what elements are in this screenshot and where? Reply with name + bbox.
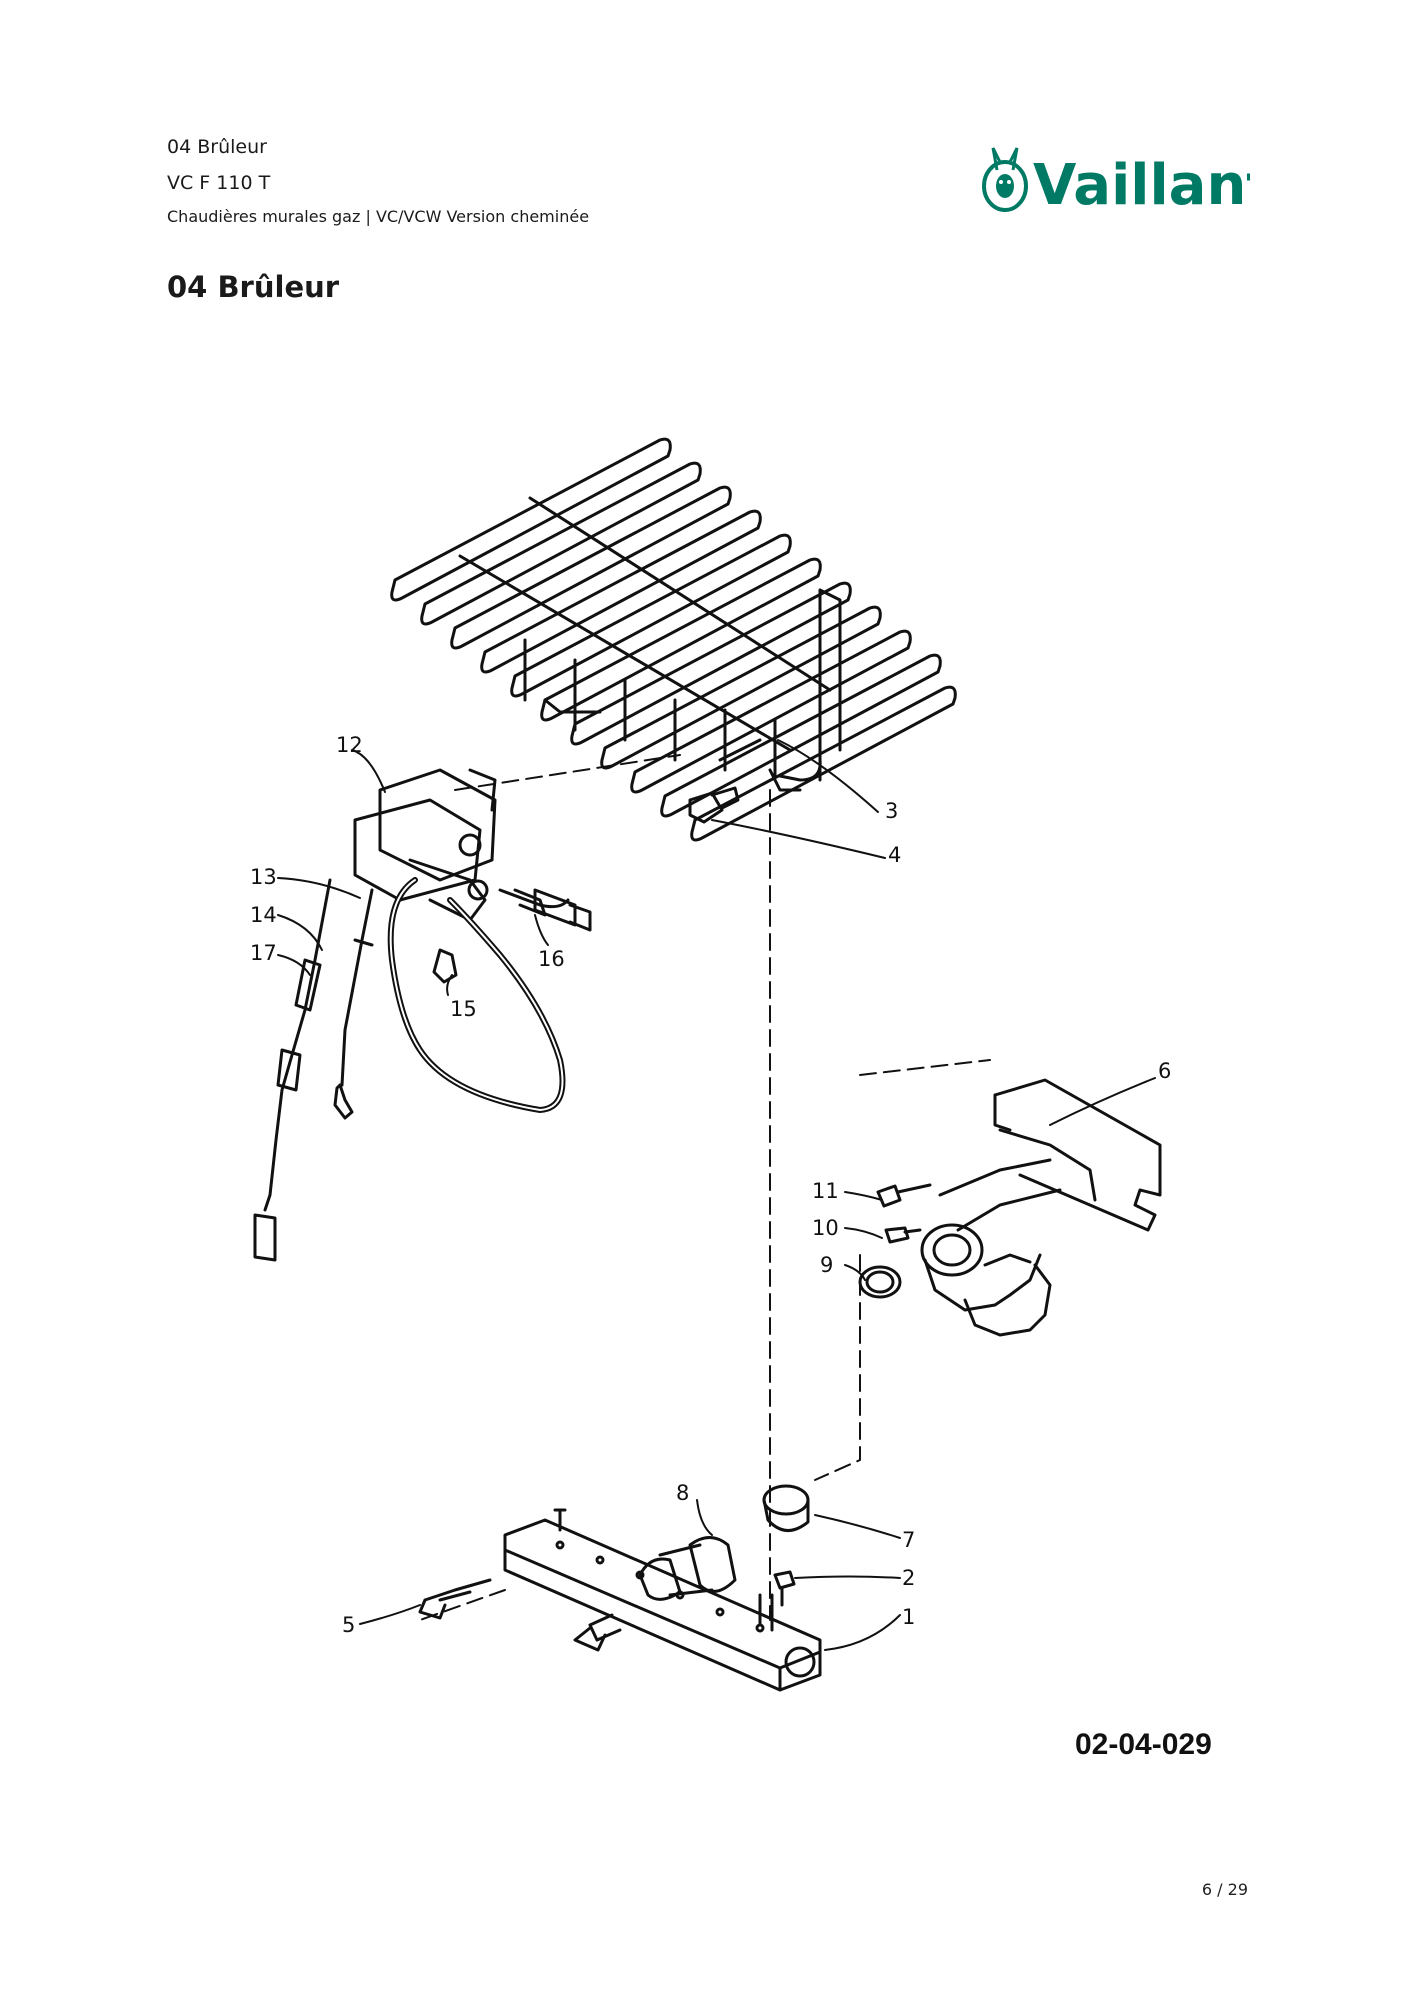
header-model: VC F 110 T	[167, 172, 271, 194]
part-label-14: 14	[250, 903, 277, 927]
part-label-11: 11	[812, 1179, 839, 1203]
injector-nozzle	[688, 786, 740, 824]
screw-11	[876, 1183, 932, 1208]
header-subtitle: Chaudières murales gaz | VC/VCW Version …	[167, 207, 590, 226]
part-label-6: 6	[1158, 1059, 1171, 1083]
gas-manifold	[920, 1078, 1162, 1337]
header-section: 04 Brûleur	[167, 136, 267, 158]
pilot-nozzle	[432, 948, 458, 984]
part-label-9: 9	[820, 1253, 833, 1277]
burner-manifold-bar	[503, 1508, 822, 1692]
part-label-13: 13	[250, 865, 277, 889]
part-label-4: 4	[888, 843, 901, 867]
part-label-12: 12	[336, 733, 363, 757]
page-number: 6 / 29	[1201, 1880, 1248, 1899]
part-label-17: 17	[250, 941, 277, 965]
page-title: 04 Brûleur	[167, 270, 340, 304]
part-label-10: 10	[812, 1216, 839, 1240]
part-label-16: 16	[538, 947, 565, 971]
ignition-cable	[253, 878, 332, 1262]
part-label-1: 1	[902, 1605, 915, 1629]
leader-lines	[277, 739, 1156, 1651]
part-label-3: 3	[885, 799, 898, 823]
screw-2	[773, 1570, 796, 1607]
assembly-guide-lines	[419, 754, 991, 1621]
part-label-7: 7	[902, 1528, 915, 1552]
cap	[762, 1484, 810, 1532]
pilot-block	[353, 768, 570, 922]
bolt-5	[418, 1578, 492, 1620]
screw-10	[884, 1226, 922, 1244]
thermocouple-cable	[333, 888, 374, 1120]
part-label-15: 15	[450, 997, 477, 1021]
electrode-connector	[533, 888, 592, 932]
part-label-2: 2	[902, 1566, 915, 1590]
pilot-tube	[387, 877, 566, 1113]
hare-icon	[982, 147, 1028, 212]
o-ring	[858, 1265, 902, 1299]
drawing-code: 02-04-029	[1075, 1728, 1212, 1761]
part-label-5: 5	[342, 1613, 355, 1637]
part-labels: 1 2 3 4 5 6 7 8 9 10 11 12 13 14 15 16 1…	[250, 733, 1171, 1637]
burner-assembly	[390, 437, 957, 842]
vaillant-logo: Vaillant	[982, 147, 1250, 218]
part-label-8: 8	[676, 1481, 689, 1505]
logo-wordmark: Vaillant	[1033, 153, 1250, 218]
